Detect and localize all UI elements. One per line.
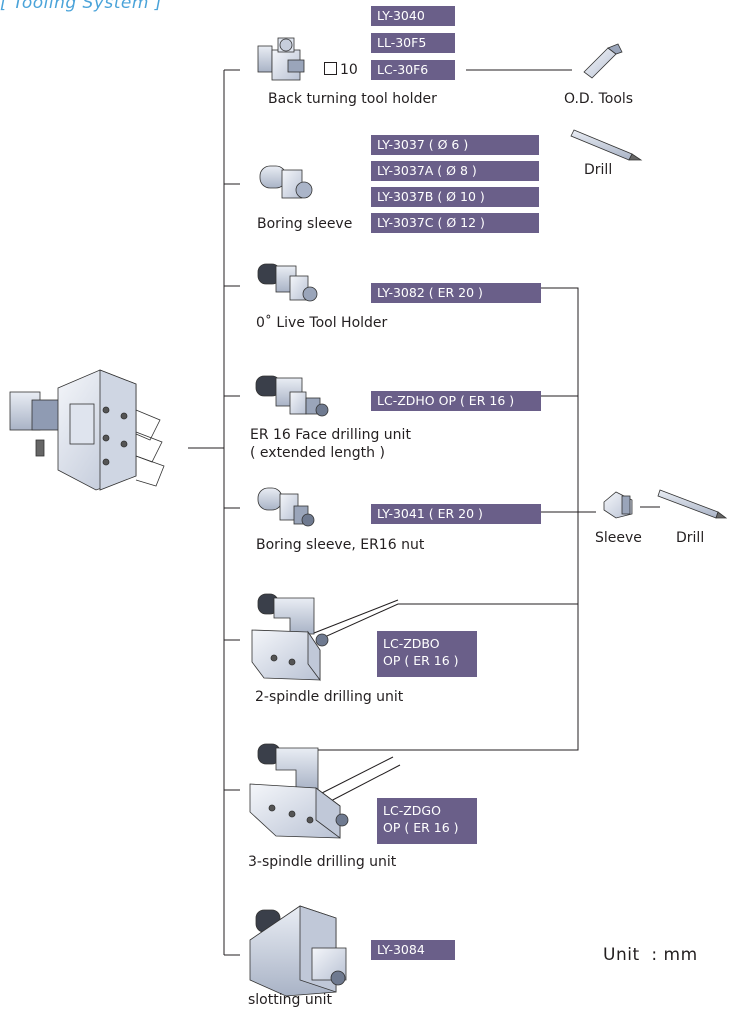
label-slotting: slotting unit [248,992,332,1008]
label-drill-top: Drill [584,162,613,178]
tag-ly-3084: LY-3084 [371,940,455,960]
unit-label: Unit : mm [603,945,698,965]
od-tool-illustration [583,43,623,79]
label-boring-sleeve-nut: Boring sleeve, ER16 nut [256,537,425,553]
tag-ly-3037: LY-3037 ( Ø 6 ) [371,135,539,155]
back-turning-holder-illustration [257,37,305,81]
label-back-turning: Back turning tool holder [268,91,437,107]
live-tool-holder-illustration [257,263,318,302]
drill-right-illustration [657,489,728,519]
label-drill-right: Drill [676,530,705,546]
boring-sleeve-nut-illustration [257,487,315,527]
tag-ly-3037a: LY-3037A ( Ø 8 ) [371,161,539,181]
tag-ly-3082: LY-3082 ( ER 20 ) [371,283,541,303]
label-sleeve: Sleeve [595,530,642,546]
label-boring-sleeve: Boring sleeve [257,216,353,232]
label-three-spindle: 3-spindle drilling unit [248,854,397,870]
three-spindle-unit-illustration [249,743,349,839]
tag-ly-3037c: LY-3037C ( Ø 12 ) [371,213,539,233]
square-size-label: 10 [324,61,358,79]
two-spindle-unit-illustration [251,593,329,682]
boring-sleeve-illustration [259,165,313,199]
slotting-unit-illustration [249,905,347,997]
tag-lc-zdbo: LC-ZDBO OP ( ER 16 ) [377,631,477,677]
tag-ly-3040: LY-3040 [371,6,455,26]
label-live-tool-holder: 0˚ Live Tool Holder [256,315,388,331]
tag-lc-30f6: LC-30F6 [371,60,455,80]
label-two-spindle: 2-spindle drilling unit [255,689,404,705]
tag-lc-zdgo: LC-ZDGO OP ( ER 16 ) [377,798,477,844]
tag-ll-30f5: LL-30F5 [371,33,455,53]
drill-top-illustration [570,129,643,161]
page-title: [ Tooling System ] [0,0,162,13]
tag-lc-zdho: LC-ZDHO OP ( ER 16 ) [371,391,541,411]
turret-assembly-illustration [9,369,165,491]
sleeve-illustration [603,491,633,519]
label-face-drilling: ER 16 Face drilling unit ( extended leng… [250,427,411,461]
label-od-tools: O.D. Tools [564,91,634,107]
connector-lines [188,69,660,956]
tag-ly-3037b: LY-3037B ( Ø 10 ) [371,187,539,207]
face-drilling-unit-illustration [255,375,329,417]
tag-ly-3041: LY-3041 ( ER 20 ) [371,504,541,524]
